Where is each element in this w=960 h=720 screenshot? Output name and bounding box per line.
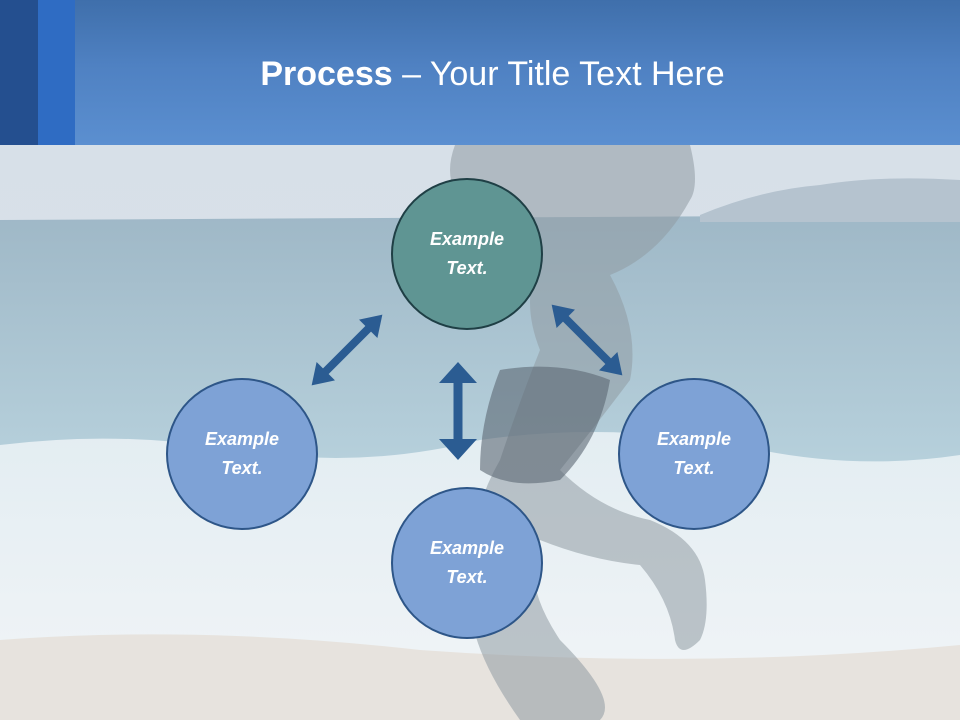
title-bold: Process	[260, 55, 393, 93]
slide-title: Process – Your Title Text Here	[0, 52, 960, 96]
node-bottom-label: Example Text.	[429, 538, 505, 587]
node-top[interactable]: Example Text.	[391, 178, 543, 330]
title-rest: – Your Title Text Here	[392, 55, 725, 93]
node-top-label: Example Text.	[429, 229, 505, 278]
node-bottom[interactable]: Example Text.	[391, 487, 543, 639]
node-left-label: Example Text.	[204, 429, 280, 478]
node-left[interactable]: Example Text.	[166, 378, 318, 530]
node-right[interactable]: Example Text.	[618, 378, 770, 530]
node-right-label: Example Text.	[656, 429, 732, 478]
title-banner	[0, 0, 960, 145]
banner-accent-light	[38, 0, 75, 145]
banner-accent-dark	[0, 0, 38, 145]
